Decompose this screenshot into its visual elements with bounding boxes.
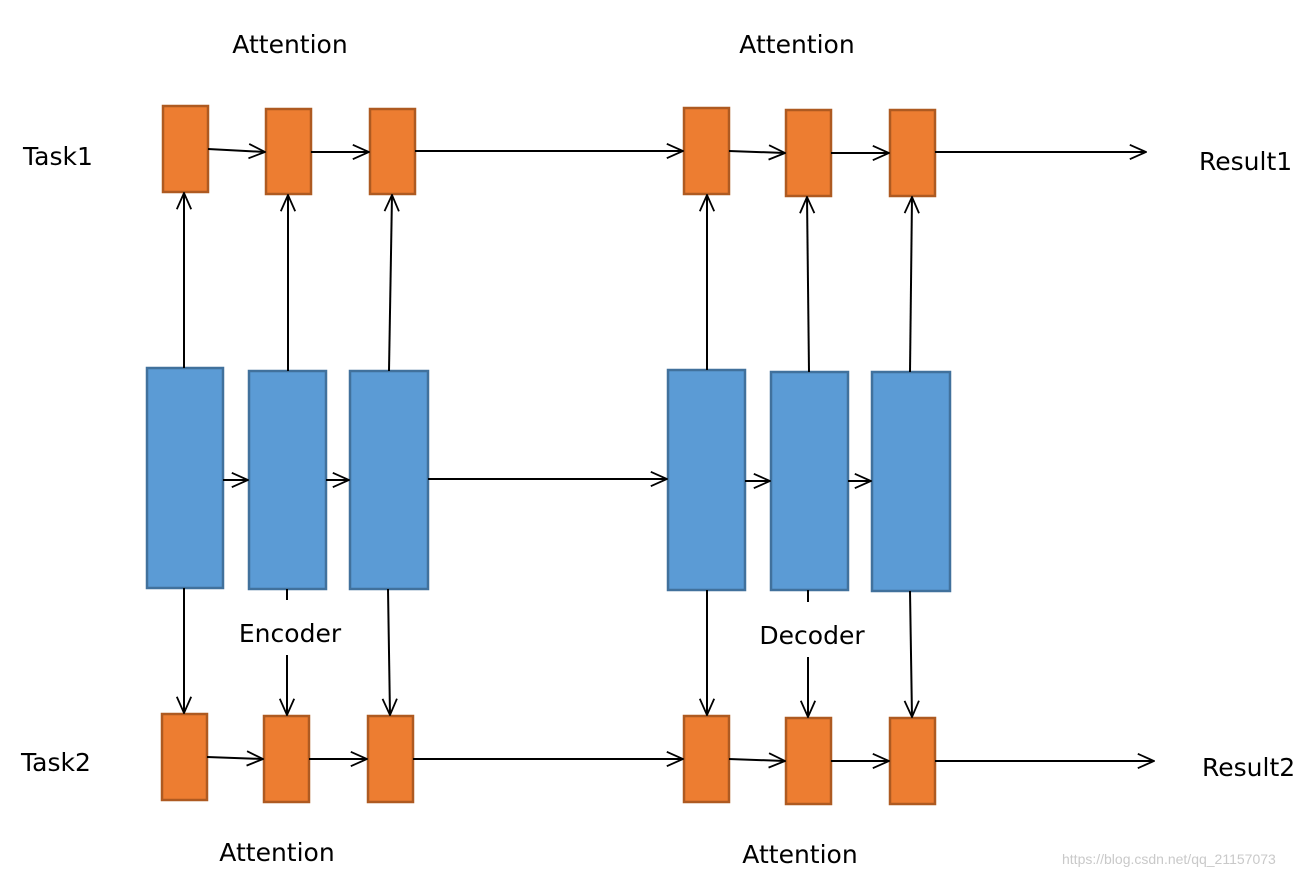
attention-label-bottom-left: Attention: [219, 838, 335, 867]
arrow-decoder-3-down: [910, 590, 912, 717]
decoder-block-3: [870, 370, 952, 593]
decoder-block-2: [769, 370, 850, 592]
watermark-text: https://blog.csdn.net/qq_21157073: [1062, 851, 1276, 867]
task1-attention-node-3: [368, 107, 417, 196]
result1-label: Result1: [1199, 147, 1293, 176]
attention-label-top-left: Attention: [232, 30, 348, 59]
encoder-block-3: [348, 369, 430, 591]
decoder-block-1: [666, 368, 747, 592]
task1-attention-node-5: [784, 108, 833, 198]
decoder-label: Decoder: [759, 621, 865, 650]
arrow-task1-4-to-5: [728, 151, 785, 153]
task1-attention-node-6: [888, 108, 937, 198]
task2-attention-node-2: [262, 714, 311, 804]
arrow-task2-4-to-5: [728, 759, 785, 761]
task2-label: Task2: [21, 748, 91, 777]
arrow-task1-1-to-2: [207, 149, 265, 152]
arrow-encoder-3-up: [389, 195, 392, 372]
encoder-label: Encoder: [238, 619, 342, 648]
task1-attention-node-4: [682, 106, 731, 196]
task2-attention-node-4: [682, 714, 731, 804]
arrow-encoder-3-down: [388, 588, 390, 715]
attention-label-bottom-right: Attention: [742, 840, 858, 869]
encoder-block-2: [247, 369, 328, 591]
arrow-decoder-3-up: [910, 197, 912, 373]
result2-label: Result2: [1202, 753, 1296, 782]
task1-label: Task1: [23, 142, 93, 171]
task2-attention-node-6: [888, 716, 937, 806]
arrow-decoder-2-up: [807, 197, 809, 373]
task1-attention-node-1: [161, 104, 210, 194]
task1-attention-node-2: [264, 107, 313, 196]
arrow-task2-1-to-2: [206, 757, 263, 759]
attention-label-top-right: Attention: [739, 30, 855, 59]
encoder-block-1: [145, 366, 225, 590]
task2-attention-node-5: [784, 716, 833, 806]
task2-attention-node-3: [366, 714, 415, 804]
task2-attention-node-1: [160, 712, 209, 802]
